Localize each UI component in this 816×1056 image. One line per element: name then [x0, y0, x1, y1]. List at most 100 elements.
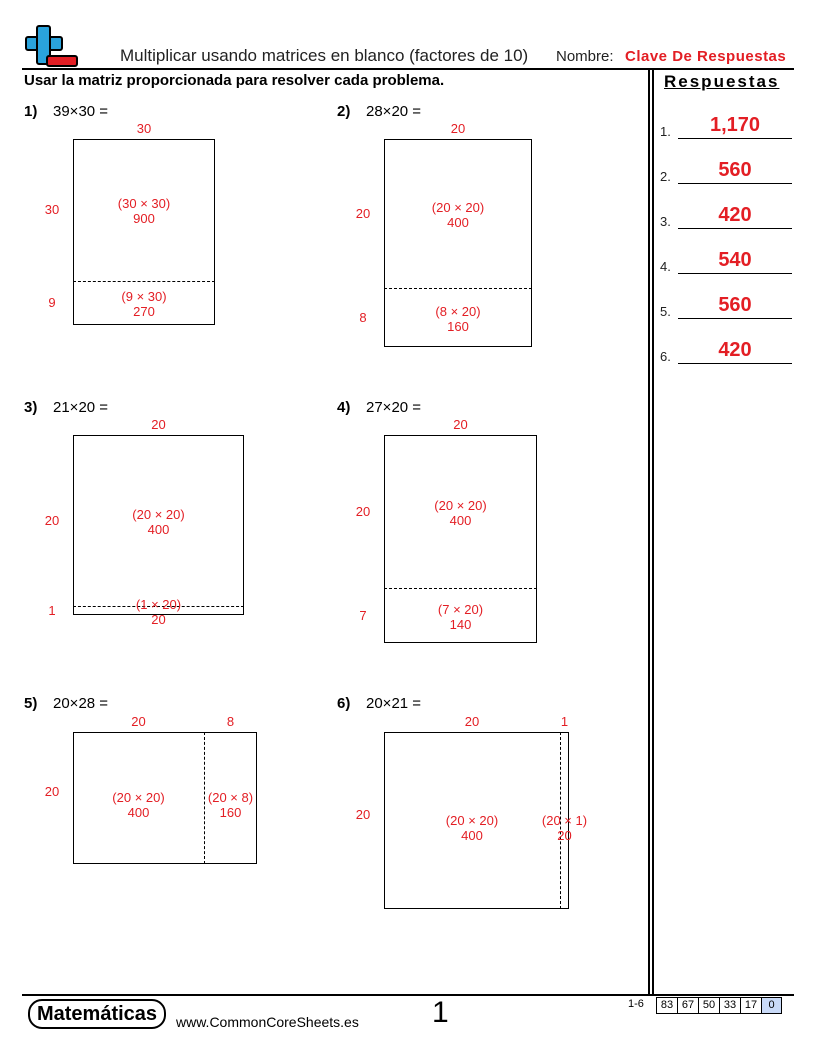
cell-product: 140: [449, 616, 472, 632]
answer-number: 4.: [660, 259, 671, 274]
cell-expression: (20 × 20): [431, 199, 485, 215]
array-divider: [384, 588, 537, 589]
problem-expression: 21×20 =: [53, 399, 109, 416]
answer-line: [678, 363, 792, 364]
problem-number: 6): [337, 695, 351, 712]
cell-expression: (20 × 20): [132, 506, 185, 522]
cell-product: 160: [219, 805, 242, 820]
answer-line: [678, 318, 792, 319]
array-box: [384, 139, 532, 347]
site-url[interactable]: www.CommonCoreSheets.es: [176, 1014, 359, 1030]
score-cell: 33: [719, 997, 740, 1014]
answer-value: 420: [718, 204, 752, 226]
side-factor-label: 1: [48, 602, 56, 618]
score-cell: 50: [698, 997, 719, 1014]
page-number: 1: [432, 996, 449, 1029]
cell-product: 160: [447, 318, 469, 334]
problem-number: 2): [337, 103, 351, 120]
answer-value: 560: [718, 294, 752, 316]
answer-line: [678, 183, 792, 184]
cell-expression: (20 × 8): [207, 790, 254, 805]
minus-icon: [46, 55, 78, 67]
side-factor-label: 7: [359, 607, 367, 623]
cell-expression: (8 × 20): [435, 303, 481, 319]
cell-product: 400: [147, 521, 170, 537]
answer-line: [678, 138, 792, 139]
cell-product: 20: [151, 611, 166, 627]
problem-number: 1): [24, 103, 38, 120]
cell-expression: (30 × 30): [117, 196, 171, 211]
instructions: Usar la matriz proporcionada para resolv…: [24, 72, 445, 89]
cell-product: 900: [133, 211, 155, 226]
top-factor-label: 20: [151, 417, 166, 432]
answer-number: 3.: [660, 214, 671, 229]
answer-number: 2.: [660, 169, 671, 184]
side-factor-label: 20: [355, 503, 371, 519]
cell-product: 20: [557, 827, 572, 843]
side-factor-label: 20: [355, 806, 371, 822]
answer-value: 1,170: [709, 114, 761, 136]
array-divider: [204, 732, 205, 864]
array-box: [73, 732, 257, 864]
answer-value: 420: [718, 339, 752, 361]
cell-expression: (1 × 20): [135, 596, 182, 612]
cell-product: 400: [449, 512, 472, 528]
problem-number: 5): [24, 695, 38, 712]
top-factor-label: 8: [226, 714, 235, 729]
array-box: [384, 732, 569, 909]
side-factor-label: 9: [48, 295, 56, 310]
answer-value: 540: [718, 249, 752, 271]
cell-expression: (20 × 20): [112, 790, 165, 805]
cell-expression: (20 × 20): [445, 812, 499, 828]
array-divider: [384, 288, 532, 289]
answer-number: 1.: [660, 124, 671, 139]
cell-product: 400: [461, 827, 483, 843]
problem-number: 3): [24, 399, 38, 416]
answers-divider: [648, 68, 650, 994]
cell-expression: (20 × 20): [434, 497, 487, 513]
name-value: Clave De Respuestas: [625, 48, 787, 65]
problem-expression: 20×28 =: [53, 695, 109, 712]
array-divider: [560, 732, 561, 909]
array-divider: [73, 606, 244, 607]
page-title: Multiplicar usando matrices en blanco (f…: [120, 46, 529, 65]
side-factor-label: 20: [44, 512, 60, 528]
score-cell: 17: [740, 997, 761, 1014]
top-factor-label: 20: [464, 714, 480, 729]
answer-line: [678, 228, 792, 229]
header-divider: [22, 68, 794, 70]
problem-expression: 28×20 =: [366, 103, 422, 120]
name-label: Nombre:: [556, 48, 614, 65]
array-divider: [73, 281, 215, 282]
array-box: [384, 435, 537, 643]
top-factor-label: 20: [131, 714, 146, 729]
side-factor-label: 8: [359, 309, 367, 325]
top-factor-label: 20: [450, 121, 466, 136]
answers-divider-inner: [652, 68, 654, 994]
array-box: [73, 139, 215, 325]
footer-divider: [22, 994, 794, 996]
side-factor-label: 20: [44, 784, 60, 799]
problem-expression: 27×20 =: [366, 399, 422, 416]
cell-expression: (9 × 30): [121, 289, 167, 304]
score-cell: 67: [677, 997, 698, 1014]
cell-product: 270: [133, 304, 155, 319]
cell-product: 400: [447, 214, 469, 230]
top-factor-label: 20: [453, 417, 468, 432]
answer-line: [678, 273, 792, 274]
score-cell: 0: [761, 997, 782, 1014]
problem-expression: 20×21 =: [366, 695, 422, 712]
cell-expression: (20 × 1): [541, 812, 588, 828]
problem-range: 1-6: [628, 998, 644, 1010]
side-factor-label: 20: [355, 205, 371, 221]
top-factor-label: 30: [136, 121, 152, 136]
top-factor-label: 1: [560, 714, 569, 729]
score-cell: 83: [656, 997, 677, 1014]
problem-number: 4): [337, 399, 351, 416]
answer-number: 5.: [660, 304, 671, 319]
answer-value: 560: [718, 159, 752, 181]
answer-number: 6.: [660, 349, 671, 364]
array-box: [73, 435, 244, 615]
cell-product: 400: [127, 805, 150, 820]
